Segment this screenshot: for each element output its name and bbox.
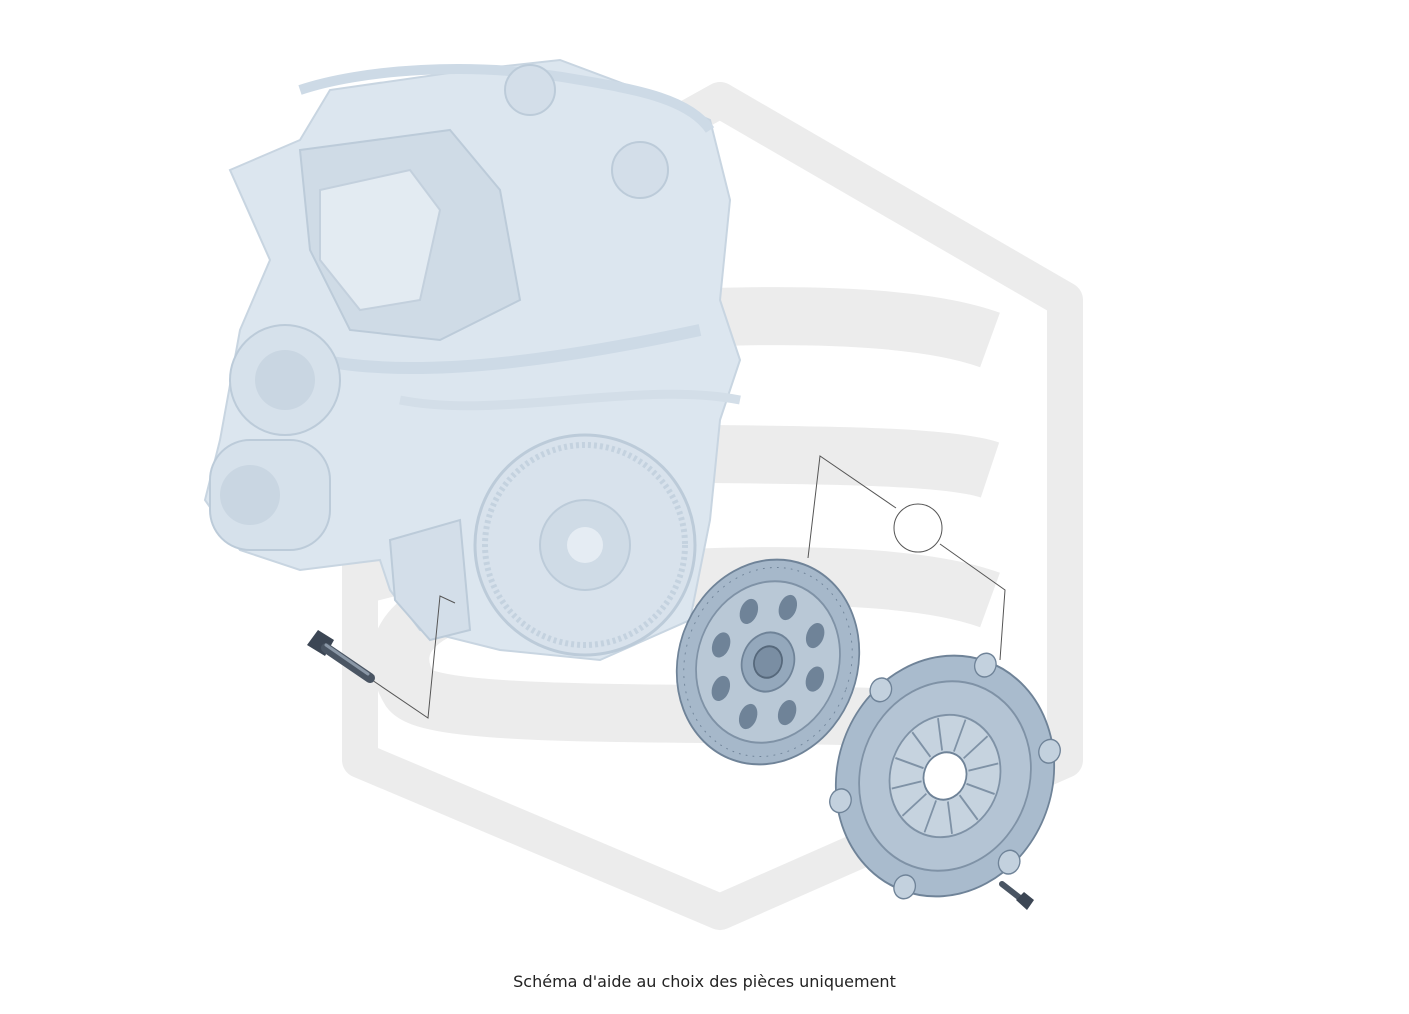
engine-block-icon (203, 58, 742, 662)
pressure-plate-icon (829, 652, 1061, 900)
flywheel-bolt-icon (307, 630, 375, 683)
pressure-plate-bolt-icon (999, 881, 1034, 910)
diagram-caption: Schéma d'aide au choix des pièces unique… (513, 972, 896, 991)
leader-lines (371, 455, 1006, 719)
clutch-disc-icon (675, 558, 861, 766)
